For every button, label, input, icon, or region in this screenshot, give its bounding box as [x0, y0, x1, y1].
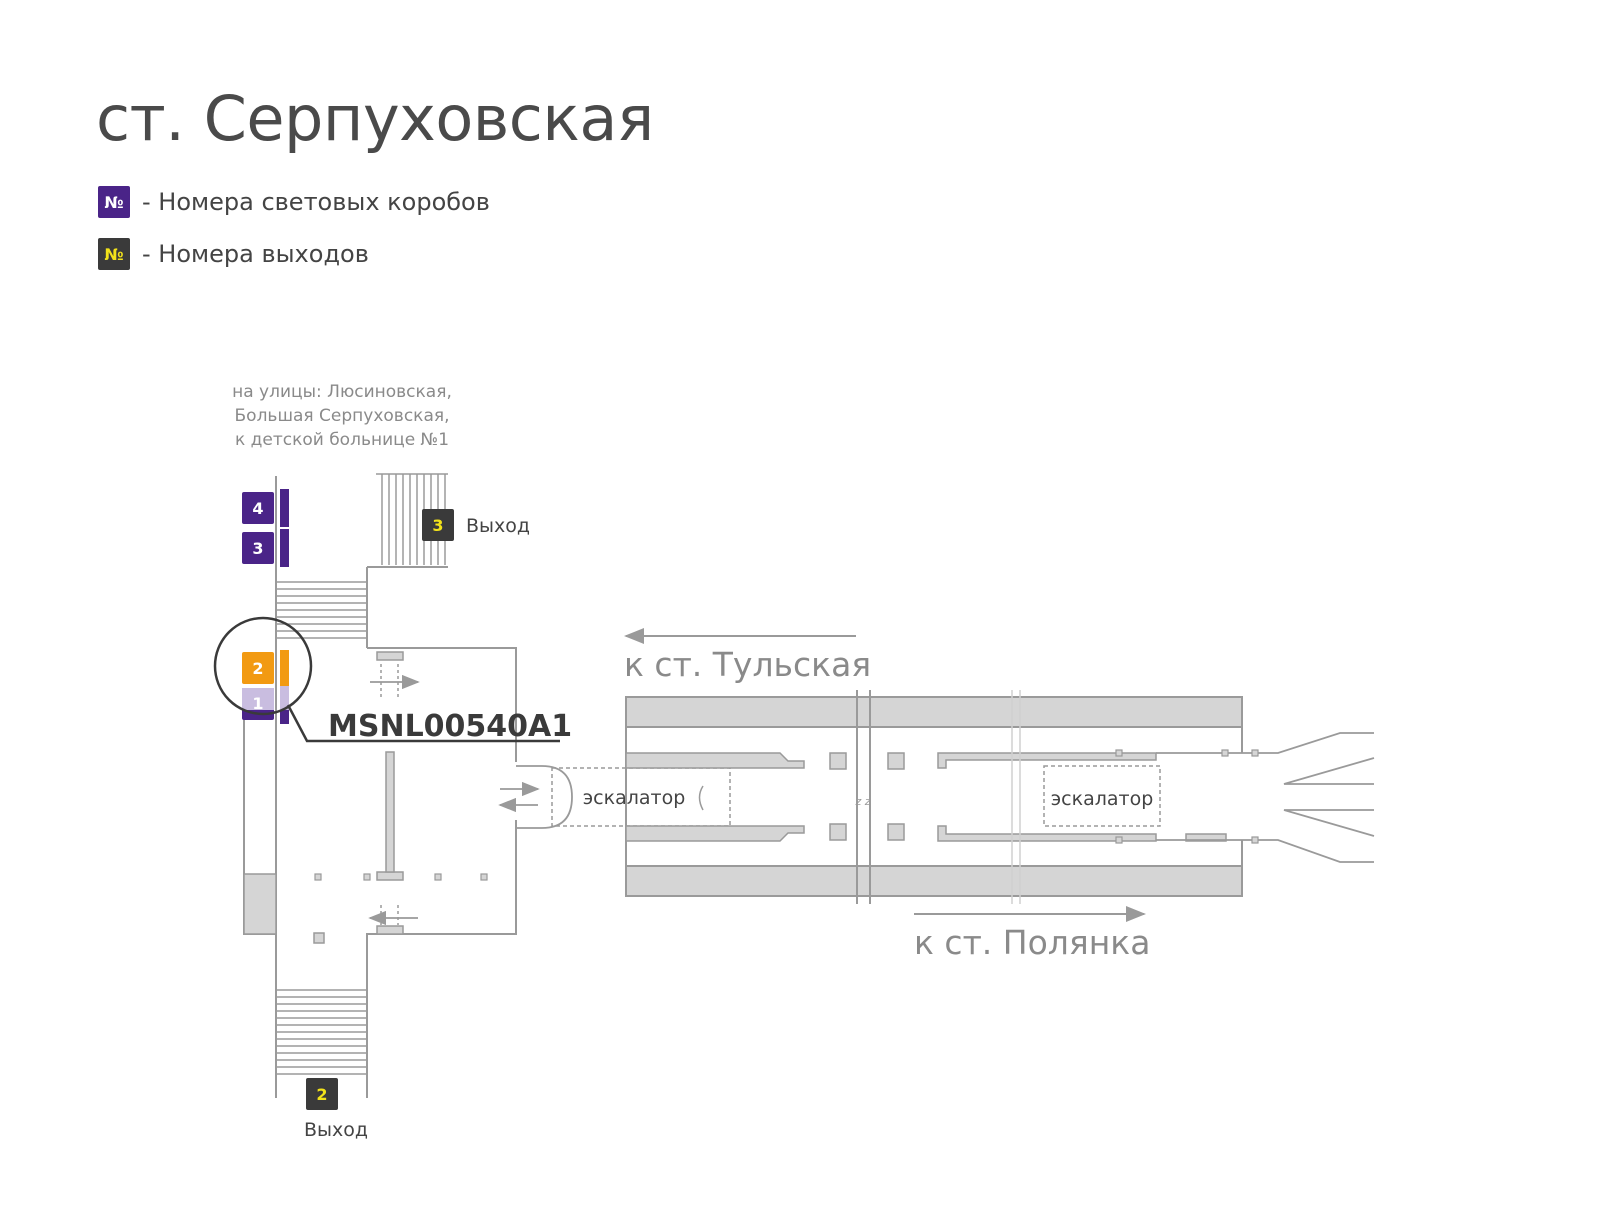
streets-line-2: Большая Серпуховская, — [235, 406, 450, 426]
escalator-right — [1043, 765, 1161, 827]
exit-number: 3 — [432, 516, 443, 535]
platform-outline — [625, 727, 1243, 866]
platform-tracks — [625, 696, 1243, 897]
hall-block — [243, 873, 277, 935]
streets-line-3: к детской больнице №1 — [235, 430, 449, 450]
escalator-left-label: эскалатор — [583, 787, 686, 809]
highlight-circle — [213, 616, 313, 716]
page-title: ст. Серпуховская — [96, 82, 654, 155]
legend-label: - Номера световых коробов — [142, 188, 490, 216]
separator-mark: z z — [854, 795, 870, 808]
lightbox-4: 4 — [242, 489, 289, 527]
legend-item-lightboxes: № - Номера световых коробов — [98, 185, 490, 219]
exit-legend-icon: № — [98, 238, 130, 270]
exit-number: 2 — [316, 1085, 327, 1104]
stairs-exit-3 — [376, 473, 448, 565]
lightbox-2-highlighted: 2 — [242, 650, 289, 686]
direction-top-label: к ст. Тульская — [624, 645, 871, 684]
callout-leader — [286, 704, 560, 743]
lightbox-legend-icon: № — [98, 186, 130, 218]
direction-bottom-label: к ст. Полянка — [914, 923, 1150, 962]
exit-2-badge: 2 — [306, 1078, 338, 1110]
lightbox-number: 3 — [252, 539, 263, 558]
turnstiles — [313, 651, 404, 944]
lightbox-number: 1 — [252, 694, 263, 713]
columns-hall — [314, 873, 488, 881]
platform-separator — [856, 690, 871, 904]
lightbox-number: 2 — [252, 659, 263, 678]
streets-line-1: на улицы: Люсиновская, — [232, 382, 452, 402]
legend-label: - Номера выходов — [142, 240, 369, 268]
stairs-exit-2 — [276, 989, 367, 1075]
callout-code: MSNL00540A1 — [328, 709, 572, 744]
exit-3-label: Выход — [466, 515, 530, 537]
lightbox-1: 1 — [242, 686, 289, 724]
lightbox-3: 3 — [242, 529, 289, 567]
escalator-right-label: эскалатор — [1051, 788, 1154, 810]
tunnel-right — [1156, 732, 1375, 863]
lightbox-number: 4 — [252, 499, 263, 518]
platform-columns — [829, 752, 905, 841]
exit-2-label: Выход — [304, 1119, 368, 1141]
tunnel-markers — [1115, 749, 1259, 844]
legend-item-exits: № - Номера выходов — [98, 237, 369, 271]
stairs-upper — [276, 581, 367, 639]
exit-3-badge: 3 — [422, 509, 454, 541]
